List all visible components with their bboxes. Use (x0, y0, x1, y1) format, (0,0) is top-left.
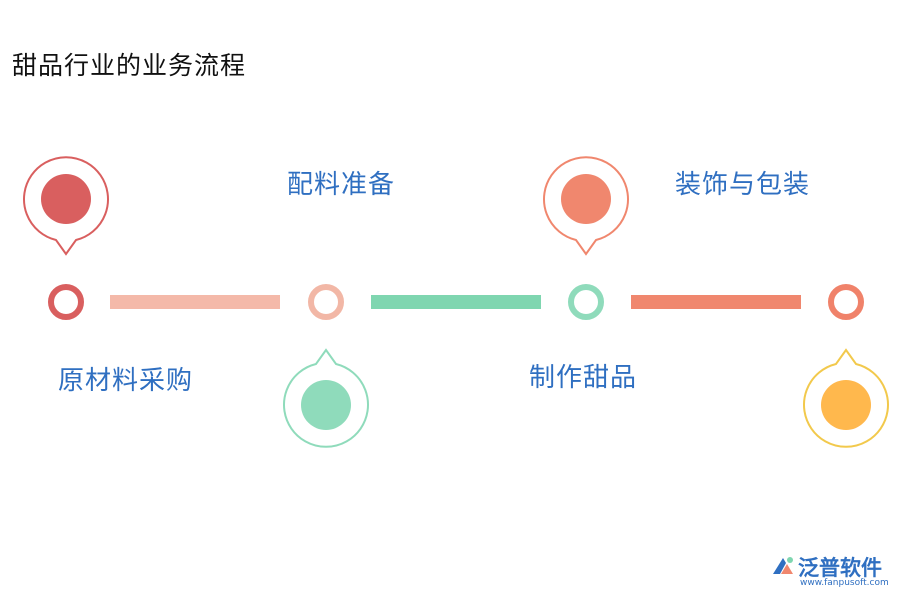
pin-marker-3 (543, 156, 629, 256)
step-node-2 (308, 284, 344, 320)
connector-3 (631, 295, 801, 309)
step-label-4: 装饰与包装 (675, 170, 811, 200)
brand-url: www.fanpusoft.com (800, 578, 889, 588)
step-node-4 (828, 284, 864, 320)
brand-logo: 泛普软件 www.fanpusoft.com (770, 552, 895, 594)
connector-1 (110, 295, 280, 309)
brand-logo-icon (773, 557, 793, 574)
step-node-1 (48, 284, 84, 320)
step-label-3: 制作甜品 (529, 363, 638, 393)
pin-marker-2 (283, 348, 369, 448)
connector-2 (371, 295, 541, 309)
brand-name: 泛普软件 (798, 556, 882, 580)
page-title: 甜品行业的业务流程 (12, 51, 247, 80)
pin-marker-4 (803, 348, 889, 448)
step-node-3 (568, 284, 604, 320)
step-label-2: 配料准备 (287, 170, 396, 200)
step-label-1: 原材料采购 (58, 366, 194, 396)
pin-marker-1 (23, 156, 109, 256)
